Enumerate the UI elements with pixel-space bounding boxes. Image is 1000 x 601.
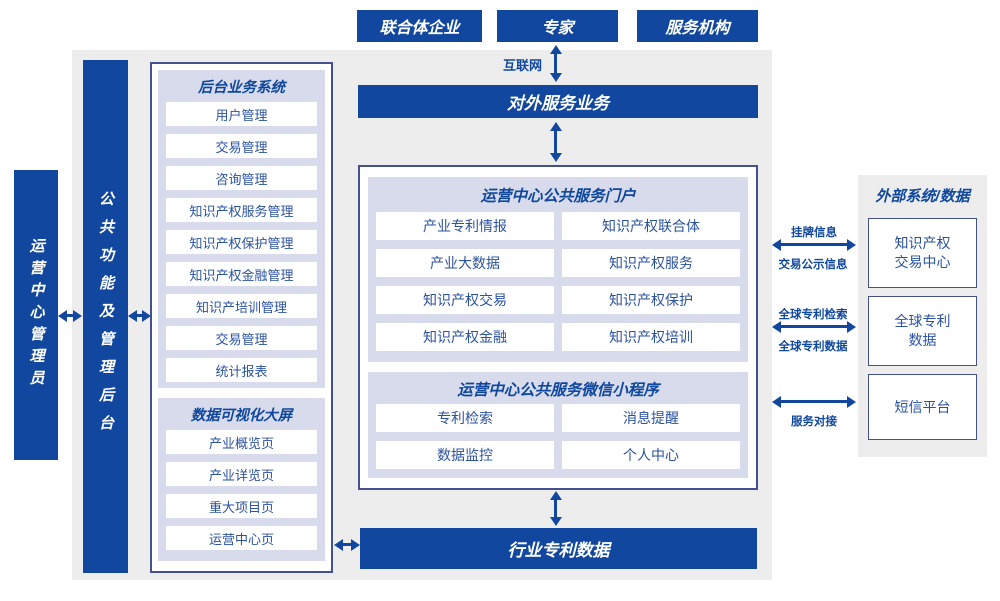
arrow-internet (549, 45, 562, 82)
list-item: 咨询管理 (166, 166, 317, 190)
external-box-line: 知识产权 (894, 235, 951, 252)
portal-item: 知识产权联合体 (562, 212, 740, 240)
backend-bar-label: 公共功能及管理后台 (97, 190, 114, 443)
list-item: 产业概览页 (166, 430, 317, 454)
external-box-line: 全球专利 (894, 313, 951, 330)
external-panel-title: 外部系统/数据 (875, 187, 970, 205)
backend-bar: 公共功能及管理后台 (83, 60, 128, 573)
external-service-bar: 对外服务业务 (358, 85, 758, 118)
list-item: 知识产权服务管理 (166, 198, 317, 222)
portal-item: 知识产权保护 (562, 286, 740, 314)
list-item: 交易管理 (166, 134, 317, 158)
list-item: 知识产权金融管理 (166, 262, 317, 286)
miniprogram-title: 运营中心公共服务微信小程序 (457, 382, 659, 399)
link1-bottom-label: 交易公示信息 (778, 259, 848, 271)
list-item: 交易管理 (166, 326, 317, 350)
arrow-leftpanel-patentdata (334, 538, 360, 551)
portal-title: 运营中心公共服务门户 (480, 188, 636, 205)
arrow-service-to-portal (549, 122, 562, 162)
actor-consortium-enterprise: 联合体企业 (357, 10, 482, 42)
arrow-admin-backend (58, 309, 82, 322)
miniprogram-item: 数据监控 (376, 441, 554, 469)
data-screen-title: 数据可视化大屏 (190, 407, 293, 424)
external-box-global-patent-data: 全球专利 数据 (868, 296, 977, 366)
arrow-link3 (772, 395, 856, 408)
miniprogram-item: 消息提醒 (562, 404, 740, 432)
list-item: 知识产权保护管理 (166, 230, 317, 254)
external-box-line: 数据 (908, 332, 937, 348)
list-item: 用户管理 (166, 102, 317, 126)
list-item: 运营中心页 (166, 526, 317, 550)
portal-item: 知识产权培训 (562, 323, 740, 351)
list-item: 重大项目页 (166, 494, 317, 518)
portal-item: 知识产权金融 (376, 323, 554, 351)
portal-item: 知识产权交易 (376, 286, 554, 314)
portal-item: 知识产权服务 (562, 249, 740, 277)
miniprogram-item: 专利检索 (376, 404, 554, 432)
admin-box-label: 运营中心管理员 (27, 238, 45, 392)
portal-item: 产业大数据 (376, 249, 554, 277)
arrow-backend-leftpanel (128, 309, 151, 322)
list-item: 产业详览页 (166, 462, 317, 486)
link2-bottom-label: 全球专利数据 (778, 341, 848, 353)
external-box-ip-trading-center: 知识产权 交易中心 (868, 218, 977, 288)
arrow-link1 (772, 238, 856, 251)
admin-box: 运营中心管理员 (14, 170, 58, 460)
miniprogram-item: 个人中心 (562, 441, 740, 469)
actor-service-organization: 服务机构 (637, 10, 758, 42)
external-box-line: 短信平台 (894, 398, 951, 415)
link2-top-label: 全球专利检索 (778, 309, 848, 321)
link3-bottom-label: 服务对接 (791, 416, 837, 428)
portal-item: 产业专利情报 (376, 212, 554, 240)
internet-label: 互联网 (502, 58, 542, 73)
arrow-link2 (772, 320, 856, 333)
arrow-portal-to-patentdata (549, 491, 562, 526)
backend-system-title: 后台业务系统 (198, 79, 285, 96)
link1-top-label: 挂牌信息 (791, 227, 837, 239)
external-box-line: 交易中心 (894, 254, 951, 270)
external-box-sms-platform: 短信平台 (868, 374, 977, 440)
list-item: 知识产培训管理 (166, 294, 317, 318)
actor-expert: 专家 (497, 10, 618, 42)
industry-patent-bar: 行业专利数据 (360, 528, 757, 569)
list-item: 统计报表 (166, 358, 317, 382)
